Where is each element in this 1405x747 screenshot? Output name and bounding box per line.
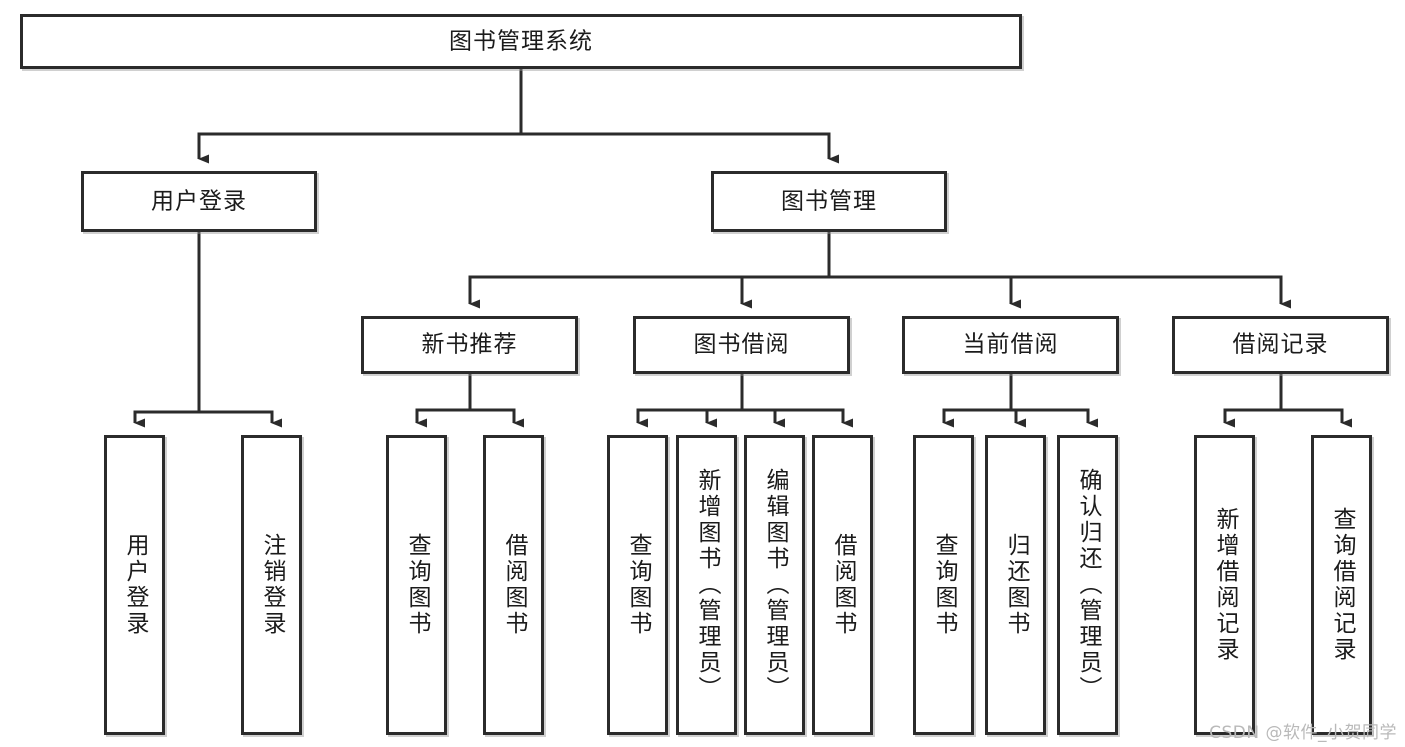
edge-borrow-record-to-rec-add-record	[1223, 374, 1283, 428]
node-current-borrow[interactable]: 当前借阅	[902, 316, 1119, 374]
node-label-book-manage: 图书管理	[781, 187, 877, 214]
node-borrow-record[interactable]: 借阅记录	[1172, 316, 1389, 374]
node-label-root: 图书管理系统	[449, 27, 593, 54]
edge-book-borrow-to-borrow-borrow-book	[740, 374, 853, 428]
node-label-book-borrow: 图书借阅	[693, 331, 790, 358]
node-cur-confirm-return[interactable]: 确认归还（管理员）	[1057, 435, 1118, 735]
edge-book-manage-to-book-borrow	[740, 232, 831, 309]
node-label-borrow-query-book: 查询图书	[625, 533, 651, 637]
edge-root-to-book-manage	[519, 69, 839, 164]
edge-book-borrow-to-borrow-query-book	[636, 374, 744, 428]
node-borrow-add-book[interactable]: 新增图书（管理员）	[676, 435, 737, 735]
node-book-borrow[interactable]: 图书借阅	[633, 316, 850, 374]
node-borrow-query-book[interactable]: 查询图书	[607, 435, 668, 735]
node-label-cur-confirm-return: 确认归还（管理员）	[1075, 468, 1101, 702]
edge-borrow-record-to-rec-query-record	[1279, 374, 1352, 428]
edge-user-login-to-leaf-logout	[197, 232, 282, 428]
node-book-manage[interactable]: 图书管理	[711, 171, 947, 232]
node-rec-add-record[interactable]: 新增借阅记录	[1194, 435, 1255, 735]
edge-book-borrow-to-borrow-add-book	[705, 374, 744, 428]
node-rec-borrow-book[interactable]: 借阅图书	[483, 435, 544, 735]
node-label-rec-add-record: 新增借阅记录	[1212, 507, 1238, 663]
node-label-user-login: 用户登录	[151, 187, 247, 214]
edge-current-borrow-to-cur-confirm-return	[1009, 374, 1098, 428]
edge-book-borrow-to-borrow-edit-book	[740, 374, 785, 428]
node-root[interactable]: 图书管理系统	[20, 14, 1022, 69]
node-new-book-rec[interactable]: 新书推荐	[361, 316, 578, 374]
node-borrow-edit-book[interactable]: 编辑图书（管理员）	[744, 435, 805, 735]
edge-current-borrow-to-cur-return-book	[1009, 374, 1026, 428]
edge-book-manage-to-new-book-rec	[468, 232, 831, 309]
node-borrow-borrow-book[interactable]: 借阅图书	[812, 435, 873, 735]
node-cur-return-book[interactable]: 归还图书	[985, 435, 1046, 735]
node-cur-query-book[interactable]: 查询图书	[913, 435, 974, 735]
node-label-rec-query-book: 查询图书	[404, 533, 430, 637]
edge-book-manage-to-borrow-record	[827, 232, 1291, 309]
node-rec-query-record[interactable]: 查询借阅记录	[1311, 435, 1372, 735]
node-label-borrow-edit-book: 编辑图书（管理员）	[762, 468, 788, 702]
edge-new-book-rec-to-rec-borrow-book	[468, 374, 524, 428]
node-label-leaf-user-login: 用户登录	[122, 533, 148, 637]
node-label-borrow-add-book: 新增图书（管理员）	[694, 468, 720, 702]
node-label-leaf-logout: 注销登录	[259, 533, 285, 637]
node-label-rec-borrow-book: 借阅图书	[501, 533, 527, 637]
node-leaf-logout[interactable]: 注销登录	[241, 435, 302, 735]
edge-root-to-user-login	[197, 69, 523, 164]
node-label-borrow-borrow-book: 借阅图书	[830, 533, 856, 637]
node-label-new-book-rec: 新书推荐	[421, 331, 518, 358]
node-label-borrow-record: 借阅记录	[1232, 331, 1329, 358]
node-user-login[interactable]: 用户登录	[81, 171, 317, 232]
edge-current-borrow-to-cur-query-book	[942, 374, 1013, 428]
node-label-current-borrow: 当前借阅	[962, 331, 1059, 358]
watermark-label: CSDN @软件_小贺同学	[1209, 723, 1397, 743]
node-label-cur-query-book: 查询图书	[931, 533, 957, 637]
node-leaf-user-login[interactable]: 用户登录	[104, 435, 165, 735]
node-rec-query-book[interactable]: 查询图书	[386, 435, 447, 735]
node-label-rec-query-record: 查询借阅记录	[1329, 507, 1355, 663]
edge-book-manage-to-current-borrow	[827, 232, 1021, 309]
node-label-cur-return-book: 归还图书	[1003, 533, 1029, 637]
edge-user-login-to-leaf-user-login	[133, 232, 201, 428]
edge-new-book-rec-to-rec-query-book	[415, 374, 472, 428]
